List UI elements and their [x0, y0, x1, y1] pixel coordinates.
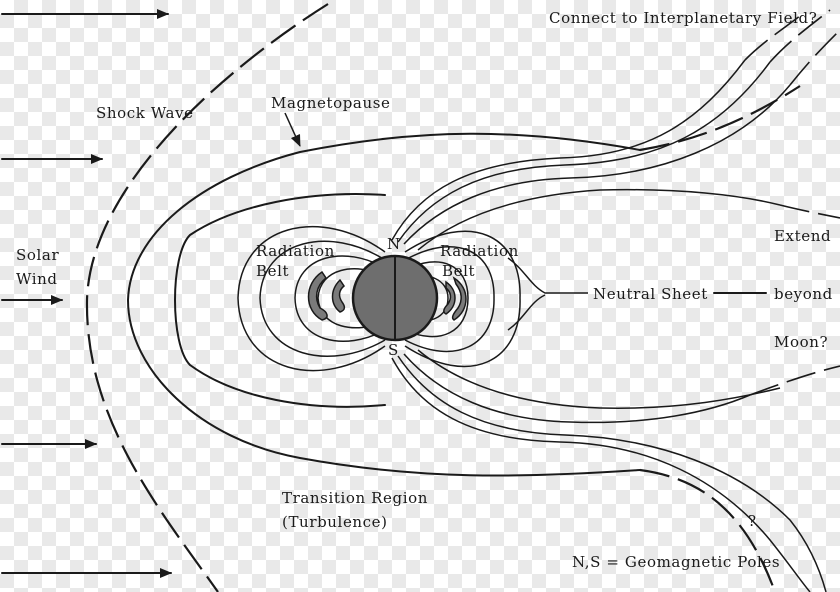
magnetopause-label: Magnetopause [271, 94, 390, 112]
south-pole-label: S [388, 341, 399, 359]
transition-region-label-line2: (Turbulence) [282, 513, 388, 531]
radiation-belt-left-label-line2: Belt [256, 262, 289, 280]
radiation-belt-right-label-line2: Belt [442, 262, 475, 280]
magnetopause-tail-upper [640, 86, 800, 150]
radiation-belt-left-outer [333, 280, 345, 312]
extend-label: Extend [774, 227, 831, 245]
connect-interplanetary-label: Connect to Interplanetary Field? [549, 9, 817, 27]
magnetopause-tail-lower [640, 470, 775, 592]
beyond-label: beyond [774, 285, 833, 303]
transition-region-label-line1: Transition Region [282, 489, 428, 507]
solar-wind-label-line1: Solar [16, 246, 59, 264]
solar-wind-label-line2: Wind [16, 270, 58, 288]
radiation-belt-right-inner [444, 282, 455, 314]
geomagnetic-poles-legend: N,S = Geomagnetic Poles [572, 553, 780, 571]
radiation-belt-right-label-line1: Radiation [440, 242, 519, 260]
magnetopause-pointer-arrow [285, 113, 300, 146]
neutral-sheet-label: Neutral Sheet [593, 285, 708, 303]
shock-wave-label: Shock Wave [96, 104, 194, 122]
question-mark-label: ? [748, 512, 757, 530]
north-tail-field-lines [392, 10, 840, 250]
moon-label: Moon? [774, 333, 828, 351]
north-pole-label: N [387, 235, 401, 253]
earth-globe [353, 256, 437, 340]
radiation-belt-left-label-line1: Radiation [256, 242, 335, 260]
